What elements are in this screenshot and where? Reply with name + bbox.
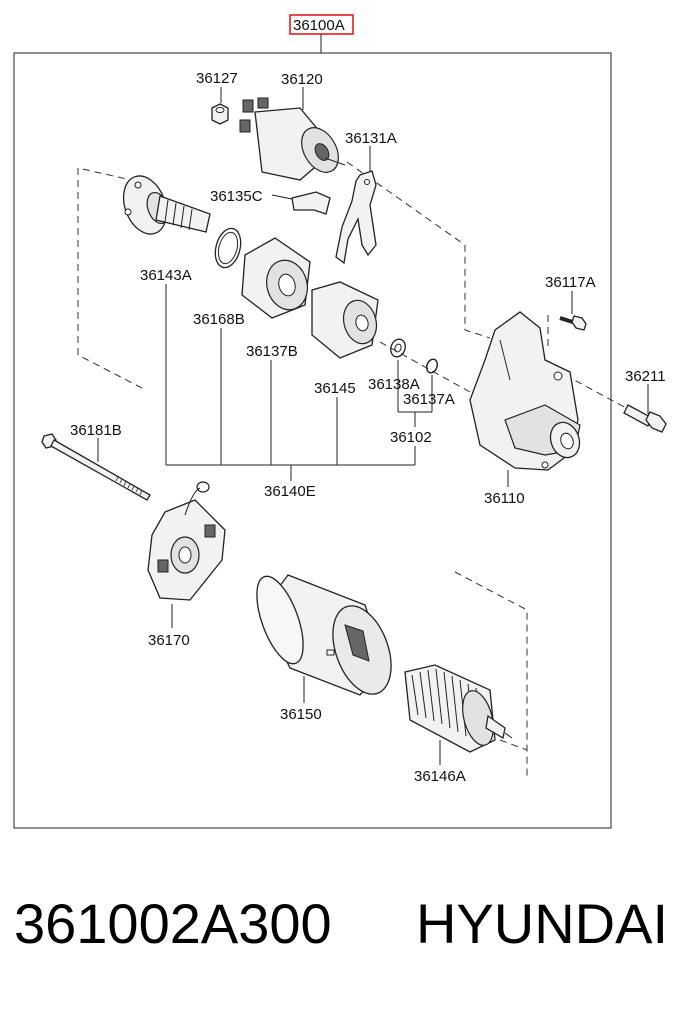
drive-shaft-36143A[interactable] — [116, 170, 211, 240]
callout-36117A: 36117A — [545, 274, 596, 291]
clip-36137A[interactable] — [425, 358, 439, 375]
armature-36146A[interactable] — [404, 664, 513, 753]
callout-36150: 36150 — [280, 706, 322, 723]
callout-36138A: 36138A — [368, 376, 420, 393]
through-bolt-36181B[interactable] — [41, 433, 151, 501]
callout-36145: 36145 — [314, 380, 356, 397]
callout-36143A: 36143A — [140, 267, 192, 284]
callout-36137A: 36137A — [403, 391, 455, 408]
callout-labels: 36127 36120 36131A 36135C 36143A 36168B … — [70, 70, 666, 785]
brush-holder-36170[interactable] — [147, 481, 226, 601]
callout-36110: 36110 — [484, 490, 525, 507]
callout-36170: 36170 — [148, 632, 190, 649]
callout-36131A: 36131A — [345, 130, 397, 147]
assembly-label-text: 36100A — [293, 17, 345, 34]
callout-36146A: 36146A — [414, 768, 466, 785]
plate-36135C[interactable] — [291, 191, 331, 215]
yoke-36150[interactable] — [247, 571, 402, 703]
callout-36140E: 36140E — [264, 483, 316, 500]
ring-36168B[interactable] — [211, 226, 245, 271]
callout-36127: 36127 — [196, 70, 238, 87]
gear-housing-36137B[interactable] — [241, 237, 313, 319]
nut-36127[interactable] — [211, 103, 229, 125]
brand-name: HYUNDAI — [415, 892, 668, 955]
callout-36211: 36211 — [625, 368, 666, 385]
bolt-36117A[interactable] — [559, 315, 587, 331]
bolt-36211[interactable] — [623, 404, 667, 433]
part-number: 361002A300 — [14, 892, 332, 955]
leader-36135C — [271, 194, 293, 200]
solenoid-36120[interactable] — [239, 97, 346, 181]
group-bracket-36140E — [165, 284, 433, 481]
callout-36168B: 36168B — [193, 311, 245, 328]
exploded-parts-diagram: 36100A — [13, 14, 667, 829]
front-housing-36110[interactable] — [469, 311, 584, 471]
alignment-lines — [77, 161, 631, 780]
callout-36137B: 36137B — [246, 343, 298, 360]
fork-lever-36131A[interactable] — [335, 170, 377, 265]
callout-36120: 36120 — [281, 71, 323, 88]
callout-36135C: 36135C — [210, 188, 263, 205]
assembly-frame — [13, 52, 612, 829]
pinion-gear-36145[interactable] — [311, 281, 381, 359]
callout-36181B: 36181B — [70, 422, 122, 439]
assembly-label[interactable]: 36100A — [289, 14, 354, 35]
callout-36102: 36102 — [390, 429, 432, 446]
washer-36138A[interactable] — [388, 337, 407, 359]
